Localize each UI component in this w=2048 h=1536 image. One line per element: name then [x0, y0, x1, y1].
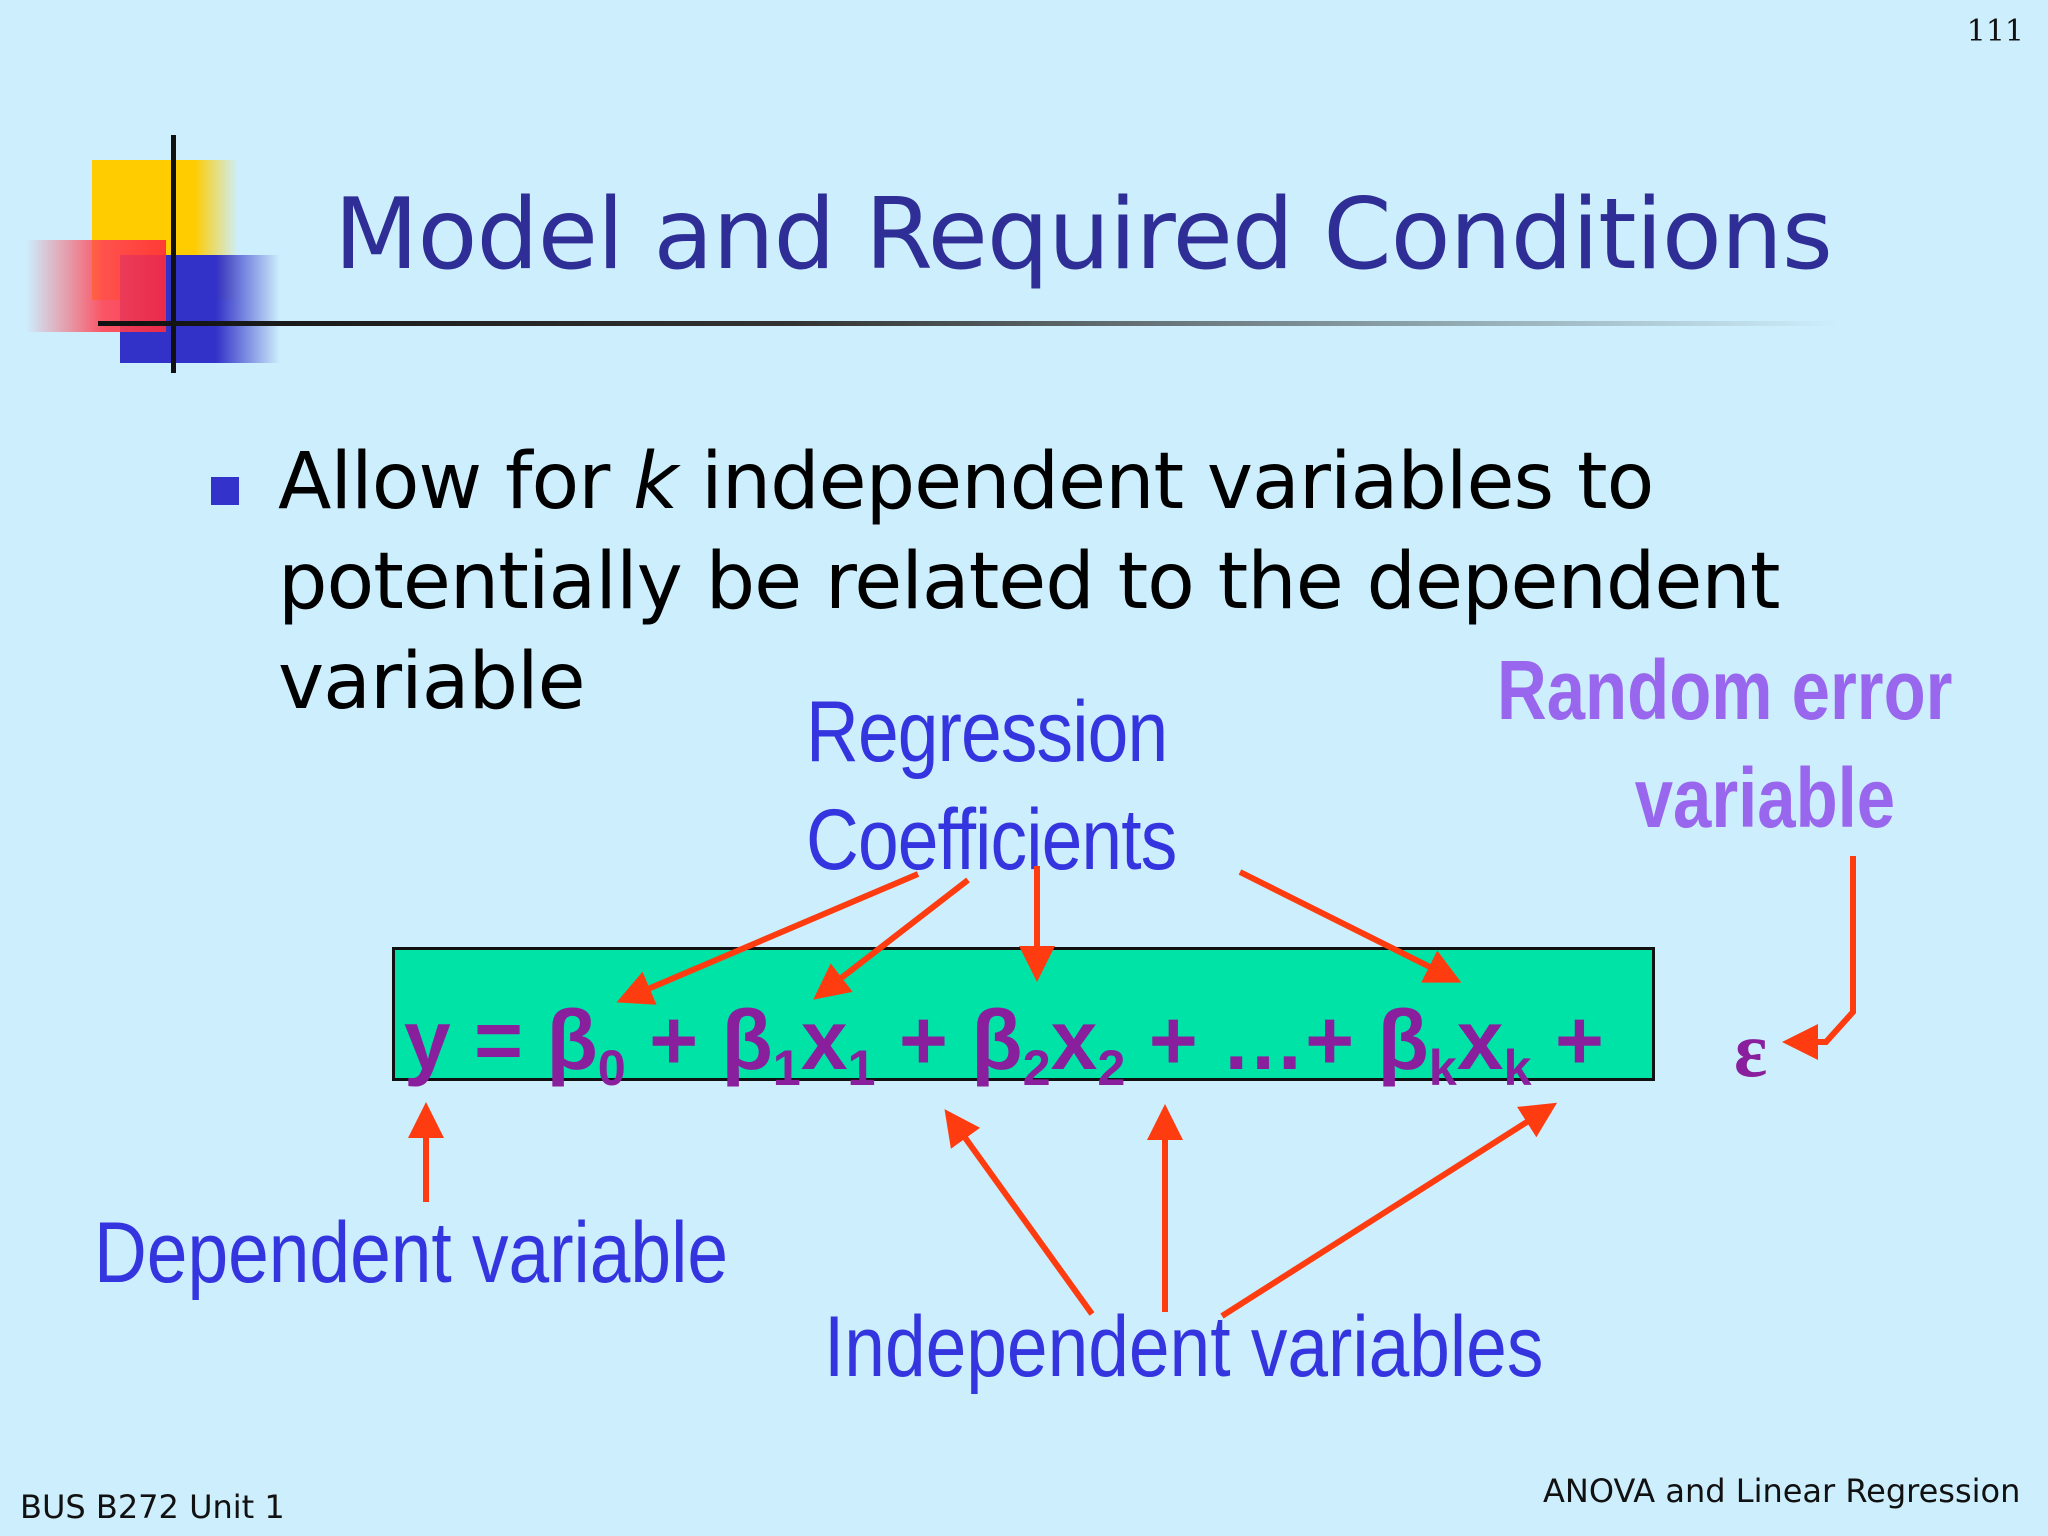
- bullet-text-rest: independent variables to: [677, 437, 1654, 527]
- random-error-label: Random error variable: [1497, 636, 1952, 852]
- independent-variables-label: Independent variables: [824, 1299, 1544, 1395]
- random-error-label-line-2: variable: [1634, 751, 1896, 845]
- eq-equals: =: [450, 993, 547, 1087]
- random-error-label-line-1: Random error: [1497, 643, 1953, 737]
- bullet-text-start: Allow for: [278, 437, 634, 527]
- regression-label-line-1: Regression: [806, 684, 1168, 780]
- regression-equation: y = β0 + β1x1 + β2x2 + …+ βkxk +: [404, 990, 1604, 1093]
- eq-beta-0: β: [546, 993, 598, 1087]
- eq-beta-1-sub: 1: [772, 1039, 801, 1097]
- eq-epsilon: ε: [1734, 1006, 1768, 1093]
- arrow-to-epsilon: [1782, 856, 1856, 1060]
- eq-plus-epsilon: +: [1531, 993, 1604, 1087]
- eq-beta-1: β: [721, 993, 773, 1087]
- title-underline: [98, 321, 1838, 326]
- arrow-to-beta-1: [813, 877, 970, 1000]
- eq-beta-k-sub: k: [1428, 1039, 1457, 1097]
- eq-x-2-sub: 2: [1097, 1039, 1126, 1097]
- footer-course: BUS B272 Unit 1: [20, 1488, 285, 1526]
- eq-beta-2: β: [971, 993, 1023, 1087]
- eq-beta-k: β: [1377, 993, 1429, 1087]
- eq-plus-1: +: [625, 993, 722, 1087]
- bullet-line-1: Allow for k independent variables to: [278, 432, 1778, 532]
- eq-beta-0-sub: 0: [597, 1039, 626, 1097]
- bullet-k-variable: k: [633, 437, 678, 527]
- eq-ellipsis: + …+: [1125, 993, 1378, 1087]
- slide-title: Model and Required Conditions: [334, 178, 1833, 292]
- bullet-square-icon: [211, 477, 239, 505]
- arrow-to-beta-k: [1238, 869, 1462, 983]
- eq-x-2: x: [1050, 993, 1098, 1087]
- eq-x-k-sub: k: [1503, 1039, 1532, 1097]
- regression-coefficients-label: Regression Coefficients: [806, 678, 1177, 894]
- footer-topic: ANOVA and Linear Regression: [1543, 1472, 2021, 1510]
- eq-beta-2-sub: 2: [1022, 1039, 1051, 1097]
- dependent-variable-label: Dependent variable: [94, 1205, 728, 1301]
- eq-x-1: x: [800, 993, 848, 1087]
- arrow-to-x-k: [1220, 1102, 1558, 1319]
- eq-plus-2: +: [875, 993, 972, 1087]
- logo-vertical-line: [171, 135, 176, 373]
- eq-y: y: [404, 993, 451, 1087]
- arrow-to-x-1: [944, 1109, 1095, 1316]
- arrow-to-beta-0: [616, 871, 920, 1005]
- bullet-text: Allow for k independent variables to pot…: [278, 432, 1780, 732]
- bullet-line-3: variable: [278, 637, 586, 727]
- bullet-line-2: potentially be related to the dependent: [278, 537, 1780, 627]
- regression-label-line-2: Coefficients: [806, 792, 1177, 888]
- eq-x-1-sub: 1: [847, 1039, 876, 1097]
- slide-number: 111: [1966, 14, 2024, 49]
- eq-x-k: x: [1456, 993, 1504, 1087]
- logo-red-square: [26, 240, 166, 332]
